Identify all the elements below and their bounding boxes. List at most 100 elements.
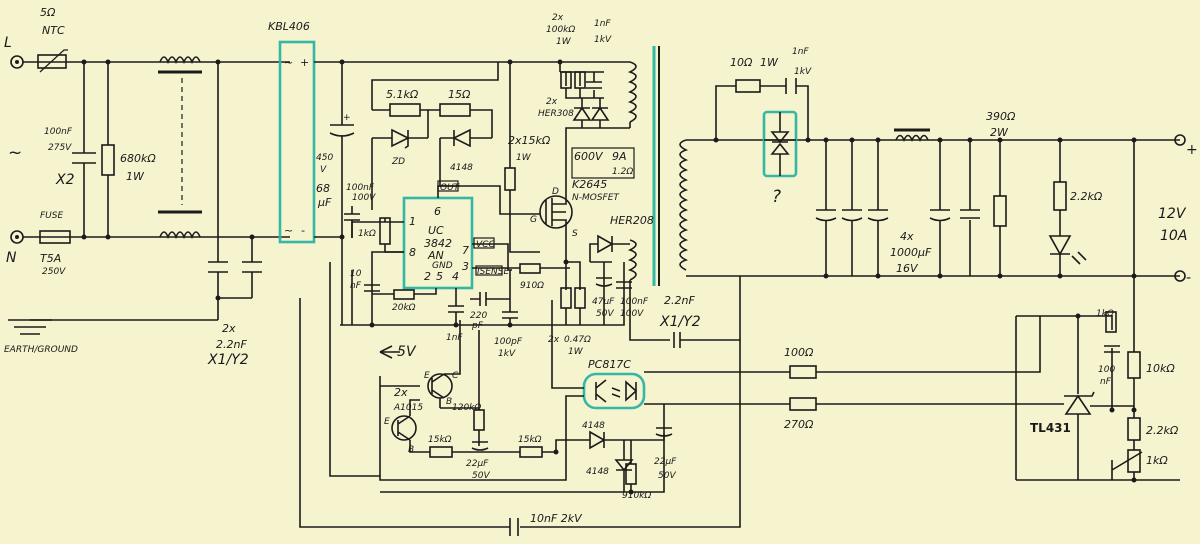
- junction-dot: [875, 273, 881, 279]
- label-q-2x: 2x: [394, 386, 408, 399]
- capacitor-47u: [595, 277, 613, 287]
- label-mos-a: 9A: [612, 150, 627, 163]
- label-pin1: 1: [409, 215, 416, 228]
- label-47u-v: 50V: [596, 309, 614, 319]
- choke-bottom: [159, 231, 201, 240]
- label-mos-part: K2645: [572, 178, 607, 191]
- label-out-a: 10A: [1160, 228, 1187, 244]
- junction-dot: [937, 273, 943, 279]
- resistor-20k: [393, 289, 415, 300]
- label-cy-type2: X1/Y2: [659, 314, 701, 330]
- diode-4148: [452, 128, 471, 148]
- label-cy-2n2: 2.2nF: [664, 294, 695, 307]
- label-q-b1: B: [446, 397, 452, 407]
- label-neg5v: -5V: [392, 344, 417, 360]
- label-20k: 20kΩ: [392, 303, 416, 313]
- label-snub-cv: 1kV: [594, 35, 612, 45]
- resistor-15: [439, 103, 471, 117]
- wire-earth: [30, 298, 219, 321]
- wire-her208: [589, 243, 630, 298]
- label-100n-b-v: 100V: [620, 309, 644, 319]
- junction-dot: [823, 273, 829, 279]
- junction-dot: [369, 322, 375, 328]
- resistor-10: [735, 79, 761, 93]
- trimmer-arrow: [1111, 451, 1143, 471]
- capacitor-10nf-2kv: [509, 518, 519, 536]
- y-bridge-bottom: 10nF 2kV: [299, 298, 741, 536]
- label-bulk-c2: μF: [317, 196, 332, 209]
- fuse: [39, 230, 71, 244]
- junction-dot: [1131, 477, 1137, 483]
- label-100n-v: 100V: [352, 193, 376, 203]
- label-2x15k: 2x15kΩ: [508, 134, 551, 147]
- diode-4148-b: [589, 430, 606, 450]
- resistor-sense-b: [574, 287, 586, 309]
- label-out-plus: +: [1186, 142, 1198, 158]
- junction-dot: [1057, 137, 1063, 143]
- junction-dot: [1057, 273, 1063, 279]
- wire-4148-c: [380, 440, 632, 493]
- label-10: 10Ω: [730, 56, 753, 69]
- label-680k-p: 1W: [126, 170, 145, 183]
- label-tl431: TL431: [1030, 421, 1071, 435]
- label-1n-o-v: 1kV: [794, 67, 812, 77]
- wire-15k-a: [452, 440, 520, 453]
- label-bulk-v: 450: [316, 153, 333, 163]
- inductor-out: [895, 134, 929, 142]
- wire-out-caps-2: [939, 140, 971, 276]
- junction-dot: [713, 137, 719, 143]
- controller-uc3842: 6 1 UC 3842 AN 8 7 2 5 4 3 GND VCC ISENS…: [340, 183, 600, 359]
- label-100: 100Ω: [784, 346, 814, 359]
- wire-aux-gnd: [600, 286, 670, 341]
- label-vcc: VCC: [476, 240, 495, 250]
- label-x2-val: 100nF: [44, 127, 73, 137]
- junction-dot: [1131, 407, 1137, 413]
- diode-4148-c: [614, 459, 634, 472]
- junction-dot: [875, 137, 881, 143]
- wire-pin6-gate: [437, 185, 540, 215]
- junction-dot: [563, 259, 569, 265]
- transistor-q2: [391, 415, 417, 441]
- terminal-out-plus: [1174, 134, 1186, 146]
- wire-22u-b: [631, 404, 665, 493]
- mos-rating-box: [571, 147, 635, 179]
- label-n: N: [6, 250, 17, 266]
- trimmer-1k: [1127, 449, 1141, 473]
- label-22u-b-v: 50V: [658, 471, 676, 481]
- label-fuse-val: T5A: [40, 252, 61, 265]
- earth-symbol: [8, 319, 52, 335]
- wire-fb-top: [1040, 140, 1135, 410]
- label-1k-tl: 1kΩ: [1096, 309, 1114, 319]
- label-100p: 100pF: [494, 337, 523, 347]
- capacitor-y1: [208, 261, 228, 273]
- wire-source: [565, 236, 581, 290]
- label-out-v: 12V: [1158, 206, 1187, 222]
- wire-her308: [581, 98, 601, 128]
- label-910: 910Ω: [520, 281, 544, 291]
- aux-winding: [627, 239, 637, 286]
- junction-dot: [81, 59, 87, 65]
- label-fuse-volt: 250V: [42, 267, 66, 277]
- resistor-120k: [473, 409, 485, 431]
- terminal-out-minus: [1174, 270, 1186, 282]
- label-270: 270Ω: [784, 418, 814, 431]
- label-220p: 220: [470, 311, 487, 321]
- label-51k: 5.1kΩ: [386, 88, 419, 101]
- label-100p-v: 1kV: [498, 349, 516, 359]
- capacitor-100n-tl: [1104, 345, 1120, 353]
- wire-drain: [565, 127, 630, 188]
- junction-dot: [849, 137, 855, 143]
- label-1n: 1nF: [446, 333, 463, 343]
- wire-opto-primary: [379, 300, 584, 481]
- capacitor-out-4: [929, 209, 951, 222]
- opto-section: PC817C 100Ω 270Ω -5V E C B E B 2x A1015 …: [329, 262, 1064, 501]
- label-ntc: NTC: [42, 24, 65, 37]
- junction-dot: [339, 234, 345, 240]
- label-q-b2: B: [408, 445, 414, 455]
- wire-cy-bridge: [680, 276, 741, 341]
- label-100n-tl: 100: [1098, 365, 1115, 375]
- label-pin-s: S: [572, 229, 578, 239]
- label-her: HER308: [538, 109, 574, 119]
- wire-100: [644, 316, 1041, 373]
- label-pin5: 5: [436, 270, 443, 283]
